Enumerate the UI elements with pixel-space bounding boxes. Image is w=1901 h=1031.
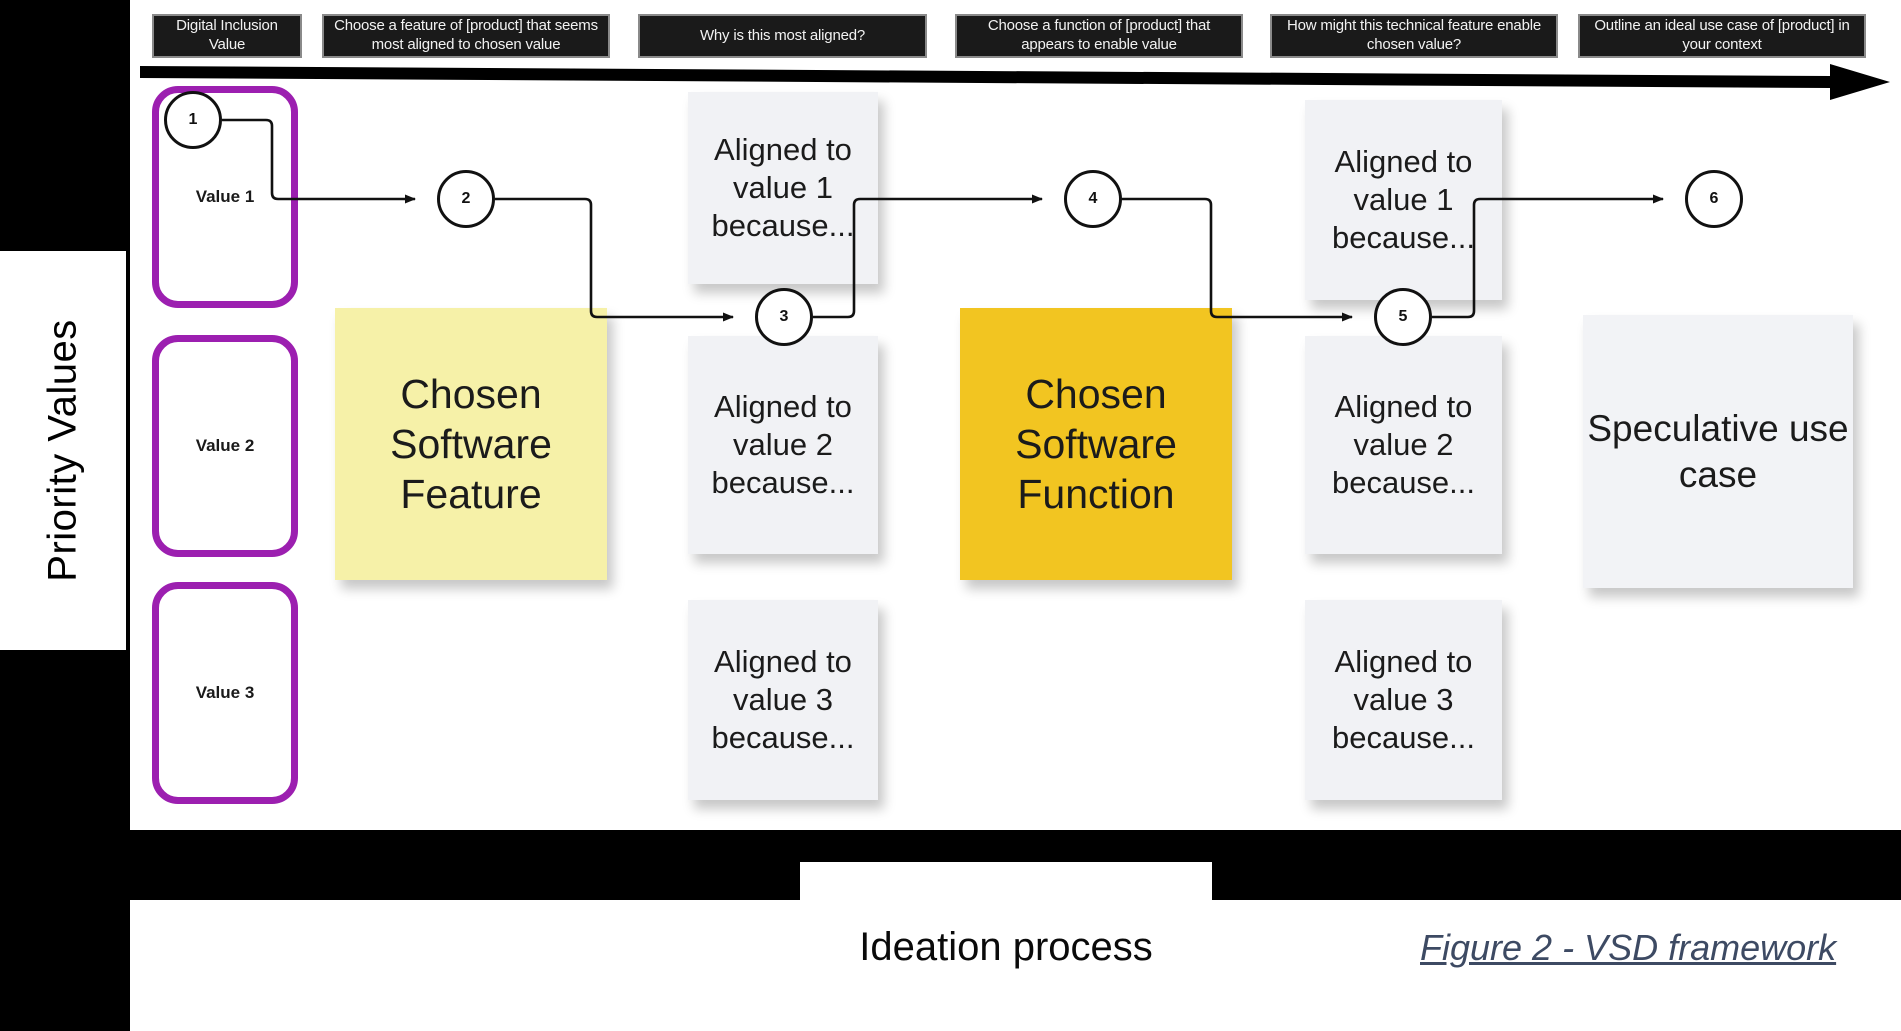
step-number: 6 (1709, 190, 1719, 207)
sticky-note-text: Aligned to value 3 because... (711, 644, 855, 755)
sticky-note-text: Chosen Software Feature (390, 370, 552, 517)
sticky-note-text: Aligned to value 1 because... (711, 132, 855, 243)
step-number: 5 (1398, 308, 1408, 325)
sticky-note-note-how-3[interactable]: Aligned to value 3 because... (1305, 600, 1502, 800)
column-header-col-3: Why is this most aligned? (638, 14, 927, 58)
column-header-col-4: Choose a function of [product] that appe… (955, 14, 1243, 58)
column-header-col-2: Choose a feature of [product] that seems… (322, 14, 610, 58)
priority-values-text: Priority Values (40, 319, 85, 582)
step-circle-3[interactable]: 3 (755, 288, 813, 346)
step-circle-4[interactable]: 4 (1064, 170, 1122, 228)
sticky-note-text: Chosen Software Function (1015, 370, 1177, 517)
sticky-note-note-why-2[interactable]: Aligned to value 2 because... (688, 336, 878, 554)
step-number: 1 (188, 111, 198, 128)
process-title: Ideation process (859, 925, 1153, 969)
column-header-col-6: Outline an ideal use case of [product] i… (1578, 14, 1866, 58)
sticky-note-note-how-2[interactable]: Aligned to value 2 because... (1305, 336, 1502, 554)
sticky-note-text: Aligned to value 1 because... (1331, 144, 1476, 255)
sticky-note-note-why-3[interactable]: Aligned to value 3 because... (688, 600, 878, 800)
step-circle-5[interactable]: 5 (1374, 288, 1432, 346)
process-title-tab (800, 862, 1212, 1031)
priority-values-label: Priority Values (0, 251, 126, 650)
value-box-value-2[interactable]: Value 2 (152, 335, 298, 557)
sticky-note-note-speculative[interactable]: Speculative use case (1583, 315, 1853, 588)
step-number: 2 (461, 190, 471, 207)
step-circle-6[interactable]: 6 (1685, 170, 1743, 228)
figure-caption-link[interactable]: Figure 2 - VSD framework (1420, 927, 1837, 968)
sticky-note-text: Aligned to value 3 because... (1331, 644, 1476, 755)
value-box-label: Value 2 (195, 436, 255, 455)
sticky-note-note-feature[interactable]: Chosen Software Feature (335, 308, 607, 580)
step-circle-2[interactable]: 2 (437, 170, 495, 228)
step-number: 4 (1088, 190, 1098, 207)
process-direction-arrow (140, 64, 1890, 100)
step-circle-1[interactable]: 1 (164, 91, 222, 149)
value-box-value-3[interactable]: Value 3 (152, 582, 298, 804)
sticky-note-text: Speculative use case (1587, 408, 1849, 495)
column-header-col-1: Digital Inclusion Value (152, 14, 302, 58)
step-number: 3 (779, 308, 789, 325)
sticky-note-note-how-1[interactable]: Aligned to value 1 because... (1305, 100, 1502, 300)
column-header-col-5: How might this technical feature enable … (1270, 14, 1558, 58)
sticky-note-text: Aligned to value 2 because... (711, 389, 855, 500)
sticky-note-note-why-1[interactable]: Aligned to value 1 because... (688, 92, 878, 284)
sticky-note-text: Aligned to value 2 because... (1331, 389, 1476, 500)
value-box-label: Value 1 (195, 187, 255, 206)
sticky-note-note-function[interactable]: Chosen Software Function (960, 308, 1232, 580)
value-box-label: Value 3 (195, 683, 255, 702)
priority-values-strip (0, 251, 130, 650)
